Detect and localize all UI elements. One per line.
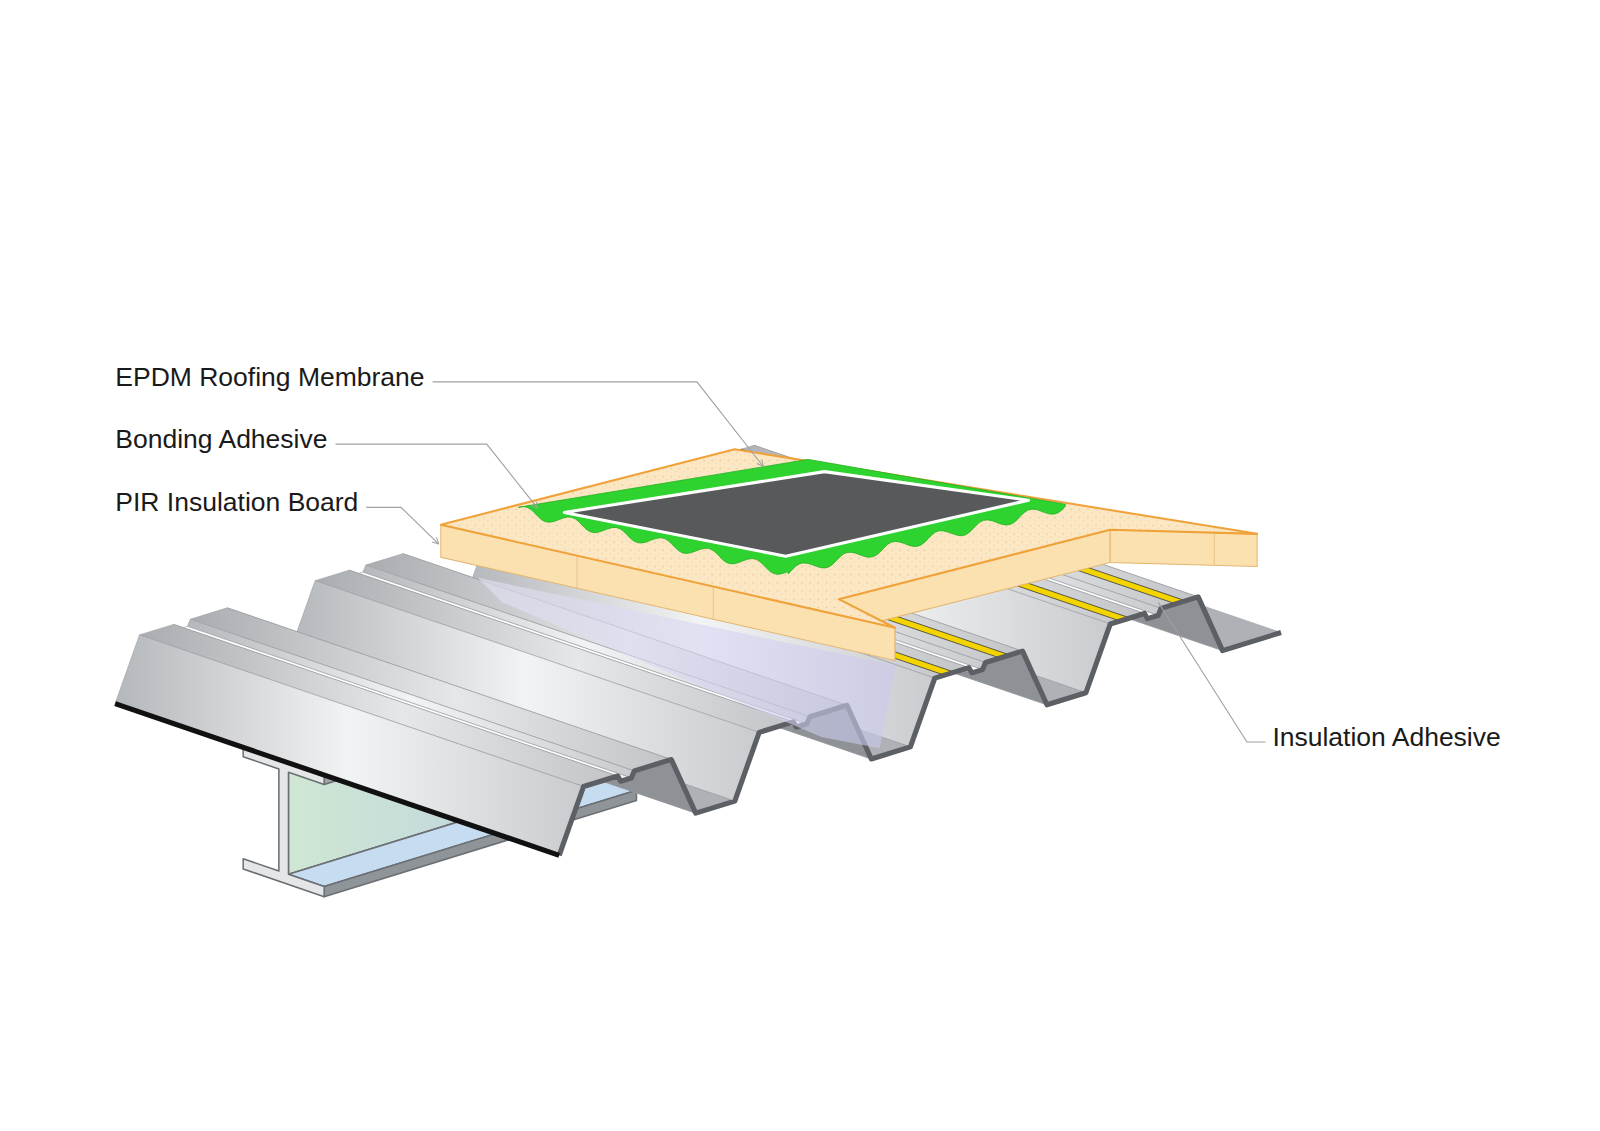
leader-line (1158, 602, 1265, 742)
epdm-membrane (564, 472, 1028, 557)
bonding-adhesive (518, 459, 1065, 574)
deck-face (115, 635, 583, 855)
insulation-board (441, 449, 1257, 660)
board-joint (577, 556, 578, 589)
steel-deck (115, 445, 1281, 855)
part-label: Bonding Adhesive (115, 424, 327, 456)
board-top (441, 449, 1257, 628)
board-edge (1110, 530, 1257, 567)
part-label: Insulation Adhesive (1272, 722, 1500, 754)
part-label: EPDM Roofing Membrane (115, 362, 424, 394)
board-joint (1214, 532, 1215, 565)
board-joint (713, 587, 714, 620)
leader-line (336, 444, 538, 508)
leader-line (433, 382, 764, 467)
leader-line (366, 507, 438, 544)
part-label: PIR Insulation Board (115, 487, 358, 519)
deck-edge (115, 704, 559, 856)
